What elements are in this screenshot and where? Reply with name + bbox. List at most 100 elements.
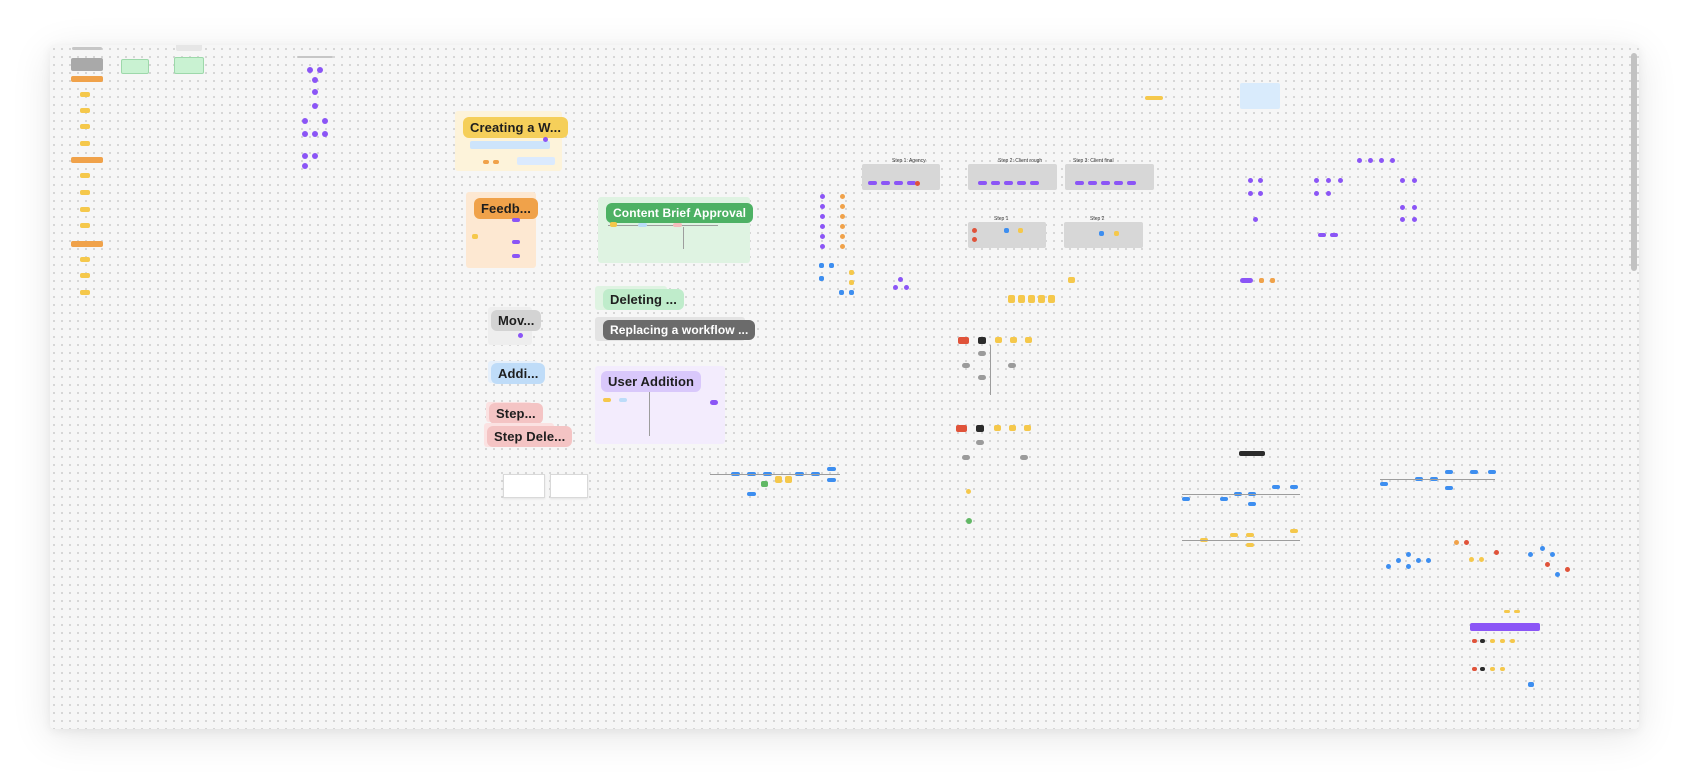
frame-title[interactable]: Creating a W... bbox=[463, 117, 568, 138]
gray-pill[interactable] bbox=[978, 351, 986, 356]
screenshot-thumbnail[interactable] bbox=[550, 474, 588, 498]
blue-pill[interactable] bbox=[1182, 497, 1190, 501]
purple-node[interactable] bbox=[1412, 217, 1417, 222]
purple-node[interactable] bbox=[1248, 178, 1253, 183]
yellow-sticky-note[interactable] bbox=[1048, 295, 1055, 303]
blue-step[interactable] bbox=[829, 263, 834, 268]
red-node[interactable] bbox=[972, 237, 977, 242]
green-node[interactable] bbox=[966, 518, 972, 524]
frame-title[interactable]: Deleting ... bbox=[603, 289, 684, 310]
purple-node[interactable] bbox=[1368, 158, 1373, 163]
blue-step[interactable] bbox=[1528, 682, 1534, 687]
yellow-step[interactable] bbox=[1510, 639, 1515, 643]
blue-pill[interactable] bbox=[827, 478, 836, 482]
gray-pill[interactable] bbox=[1008, 363, 1016, 368]
purple-node[interactable] bbox=[1258, 191, 1263, 196]
blue-node[interactable] bbox=[1406, 552, 1411, 557]
yellow-step[interactable] bbox=[1025, 337, 1032, 343]
blue-node[interactable] bbox=[1540, 546, 1545, 551]
purple-node[interactable] bbox=[898, 277, 903, 282]
gray-pill[interactable] bbox=[1020, 455, 1028, 460]
blue-node[interactable] bbox=[1416, 558, 1421, 563]
purple-pill[interactable] bbox=[1088, 181, 1097, 185]
dark-step[interactable] bbox=[978, 337, 986, 344]
orange-section-header[interactable] bbox=[71, 157, 103, 163]
purple-node[interactable] bbox=[317, 67, 323, 73]
purple-pill[interactable] bbox=[1318, 233, 1326, 237]
orange-node[interactable] bbox=[840, 204, 845, 209]
orange-node[interactable] bbox=[840, 214, 845, 219]
purple-node[interactable] bbox=[1258, 178, 1263, 183]
frame-title[interactable]: Feedb... bbox=[474, 198, 538, 219]
purple-node[interactable] bbox=[1314, 191, 1319, 196]
yellow-step[interactable] bbox=[1504, 610, 1510, 613]
purple-node[interactable] bbox=[1390, 158, 1395, 163]
blue-node[interactable] bbox=[1555, 572, 1560, 577]
purple-node[interactable] bbox=[302, 131, 308, 137]
frame-creating-workflow[interactable]: Creating a W... bbox=[455, 111, 562, 171]
yellow-sticky-note[interactable] bbox=[80, 124, 90, 129]
yellow-pill[interactable] bbox=[1290, 529, 1298, 533]
yellow-step[interactable] bbox=[1514, 610, 1520, 613]
yellow-step[interactable] bbox=[1500, 667, 1505, 671]
yellow-step[interactable] bbox=[1024, 425, 1031, 431]
blue-node[interactable] bbox=[1528, 552, 1533, 557]
purple-node[interactable] bbox=[1248, 191, 1253, 196]
yellow-step[interactable] bbox=[1500, 639, 1505, 643]
purple-node[interactable] bbox=[820, 194, 825, 199]
blue-node[interactable] bbox=[1396, 558, 1401, 563]
red-step[interactable] bbox=[956, 425, 967, 432]
yellow-step[interactable] bbox=[995, 337, 1002, 343]
purple-node[interactable] bbox=[1253, 217, 1258, 222]
yellow-step[interactable] bbox=[849, 280, 854, 285]
purple-node[interactable] bbox=[1412, 178, 1417, 183]
yellow-node[interactable] bbox=[1469, 557, 1474, 562]
purple-node[interactable] bbox=[312, 89, 318, 95]
yellow-sticky-note[interactable] bbox=[1038, 295, 1045, 303]
yellow-sticky-note[interactable] bbox=[80, 108, 90, 113]
purple-pill[interactable] bbox=[1017, 181, 1026, 185]
yellow-sticky-note[interactable] bbox=[1008, 295, 1015, 303]
whiteboard-canvas[interactable]: Creating a W... Feedb... Content Brief A… bbox=[50, 45, 1639, 729]
frame-content-brief-approval[interactable]: Content Brief Approval bbox=[598, 197, 750, 263]
step-panel-client-rough[interactable]: Step 2: Client rough bbox=[968, 164, 1057, 190]
blue-pill[interactable] bbox=[1488, 470, 1496, 474]
yellow-sticky-note[interactable] bbox=[80, 207, 90, 212]
dark-step[interactable] bbox=[1480, 667, 1485, 671]
purple-node[interactable] bbox=[302, 118, 308, 124]
blue-pill[interactable] bbox=[827, 467, 836, 471]
red-node[interactable] bbox=[1494, 550, 1499, 555]
purple-node[interactable] bbox=[322, 131, 328, 137]
purple-node[interactable] bbox=[302, 153, 308, 159]
purple-node[interactable] bbox=[820, 244, 825, 249]
red-step[interactable] bbox=[958, 337, 969, 344]
yellow-step[interactable] bbox=[1010, 337, 1017, 343]
frame-title[interactable]: Addi... bbox=[491, 363, 545, 384]
blue-pill[interactable] bbox=[1445, 470, 1453, 474]
yellow-step[interactable] bbox=[994, 425, 1001, 431]
frame-step[interactable]: Step... bbox=[486, 402, 532, 422]
yellow-sticky-note[interactable] bbox=[80, 190, 90, 195]
blue-step[interactable] bbox=[839, 290, 844, 295]
blue-pill[interactable] bbox=[1248, 502, 1256, 506]
yellow-sticky-note[interactable] bbox=[785, 476, 792, 483]
frame-feedback[interactable]: Feedb... bbox=[466, 192, 536, 268]
blue-pill[interactable] bbox=[1220, 497, 1228, 501]
yellow-pill[interactable] bbox=[1230, 533, 1238, 537]
purple-pill[interactable] bbox=[894, 181, 903, 185]
frame-title[interactable]: Content Brief Approval bbox=[606, 203, 753, 223]
green-sticky-note[interactable] bbox=[121, 59, 149, 74]
yellow-pill[interactable] bbox=[1246, 543, 1254, 547]
red-step[interactable] bbox=[1472, 639, 1477, 643]
yellow-label[interactable] bbox=[1145, 96, 1163, 100]
purple-node[interactable] bbox=[820, 224, 825, 229]
blue-step[interactable] bbox=[819, 263, 824, 268]
purple-pill[interactable] bbox=[868, 181, 877, 185]
yellow-sticky-note[interactable] bbox=[775, 476, 782, 483]
purple-node[interactable] bbox=[820, 204, 825, 209]
blue-node[interactable] bbox=[1550, 552, 1555, 557]
purple-pill[interactable] bbox=[881, 181, 890, 185]
purple-node[interactable] bbox=[1357, 158, 1362, 163]
yellow-sticky-note[interactable] bbox=[1028, 295, 1035, 303]
purple-node[interactable] bbox=[302, 163, 308, 169]
